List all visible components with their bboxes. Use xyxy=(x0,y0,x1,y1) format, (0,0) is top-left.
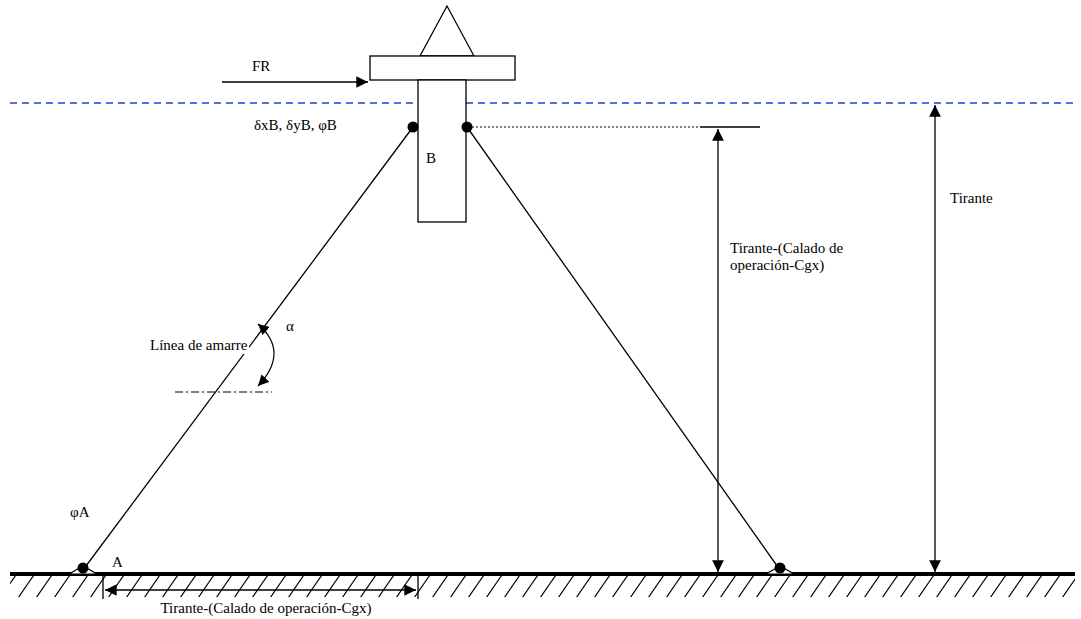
dimension-line xyxy=(717,129,718,572)
dimension-line xyxy=(934,105,935,572)
dimension-label: Tirante xyxy=(948,190,995,207)
seabed-line xyxy=(10,572,1075,576)
hinge-dot xyxy=(78,563,89,574)
mast-triangle xyxy=(420,6,474,56)
displacement-label: δxB, δyB, φB xyxy=(252,117,339,134)
column xyxy=(418,80,466,222)
line-label: Línea de amarre xyxy=(148,337,249,354)
point-label: A xyxy=(110,554,125,571)
hinge-dot xyxy=(408,122,419,133)
hinge-dot xyxy=(775,563,786,574)
rotation-label: φA xyxy=(68,504,92,521)
point-label: B xyxy=(424,150,438,167)
water-line xyxy=(10,102,1075,104)
reference-line xyxy=(175,392,272,393)
force-arrow xyxy=(222,81,368,82)
deck xyxy=(370,56,515,80)
ground-hatch xyxy=(10,575,1075,597)
extension-line xyxy=(102,576,103,599)
mooring-line xyxy=(83,127,413,570)
dimension-line xyxy=(105,589,416,590)
force-label: FR xyxy=(250,58,272,75)
extension-line xyxy=(417,576,418,599)
dimension-label: Tirante-(Calado de operación-Cgx) xyxy=(728,240,902,275)
dimension-label: Tirante-(Calado de operación-Cgx) xyxy=(92,600,440,617)
mooring-line xyxy=(467,127,780,570)
angle-label: α xyxy=(284,318,296,335)
extension-line xyxy=(700,126,760,127)
hinge-dot xyxy=(462,122,473,133)
angle-arc xyxy=(258,324,274,386)
extension-line xyxy=(472,127,700,128)
